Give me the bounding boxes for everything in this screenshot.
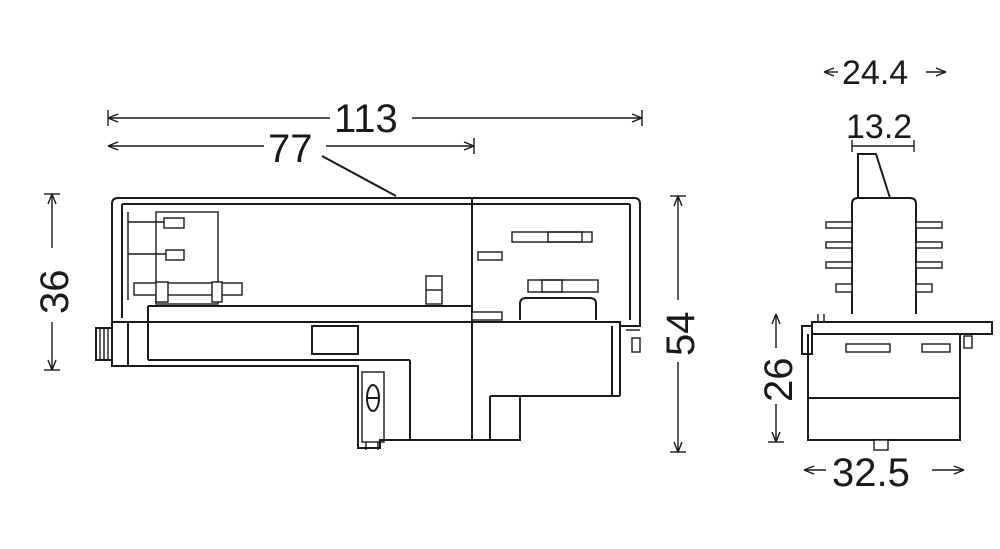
lower-body — [111, 322, 613, 449]
top-pin — [857, 153, 891, 199]
dim-113-label: 113 — [334, 97, 398, 141]
dim-24-4-label: 24.4 — [842, 54, 908, 92]
dim-77-label: 77 — [268, 127, 313, 171]
dim-32-5-label: 32.5 — [832, 451, 910, 495]
dim-36-label: 36 — [33, 270, 77, 315]
side-view — [801, 153, 993, 451]
label-window — [311, 325, 359, 355]
screw — [361, 371, 385, 450]
dim-13-2-label: 13.2 — [846, 108, 912, 146]
dimension-lines — [44, 67, 965, 475]
left-connector — [95, 327, 113, 361]
dim-54-label: 54 — [659, 312, 703, 357]
dim-26-label: 26 — [757, 358, 801, 403]
front-housing-outline — [111, 197, 641, 327]
front-view — [95, 197, 641, 450]
adapter-body — [851, 197, 917, 314]
flange — [811, 321, 993, 335]
side-fins — [825, 221, 943, 293]
